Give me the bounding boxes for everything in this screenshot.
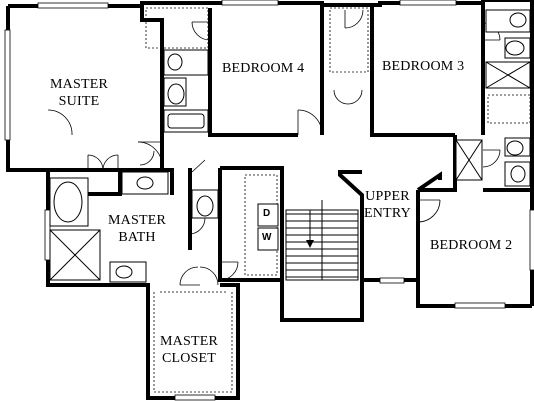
master-closet-line-1: MASTER [160,334,218,349]
master-suite-line-2: SUITE [58,94,100,109]
upper-entry-line-2: ENTRY [364,206,411,221]
room-master-closet: MASTER CLOSET [160,333,218,367]
fixtures [49,9,531,283]
room-bedroom-3: BEDROOM 3 [382,59,465,74]
dryer-label: D [263,208,271,219]
washer-label: W [262,232,272,243]
doors [47,9,501,286]
room-master-suite: MASTER SUITE [50,76,108,110]
master-bath-line-1: MASTER [108,213,166,228]
stair-arrow-icon [306,240,314,248]
room-upper-entry: UPPER ENTRY [364,188,411,222]
closets [145,7,531,393]
room-bedroom-4: BEDROOM 4 [222,61,305,76]
windows [4,0,534,401]
stairs [285,200,359,281]
upper-entry-line-1: UPPER [365,189,410,204]
room-bedroom-2: BEDROOM 2 [430,238,513,253]
master-suite-line-1: MASTER [50,77,108,92]
room-master-bath: MASTER BATH [108,212,166,246]
master-closet-line-2: CLOSET [161,351,217,366]
master-bath-line-2: BATH [118,230,156,245]
